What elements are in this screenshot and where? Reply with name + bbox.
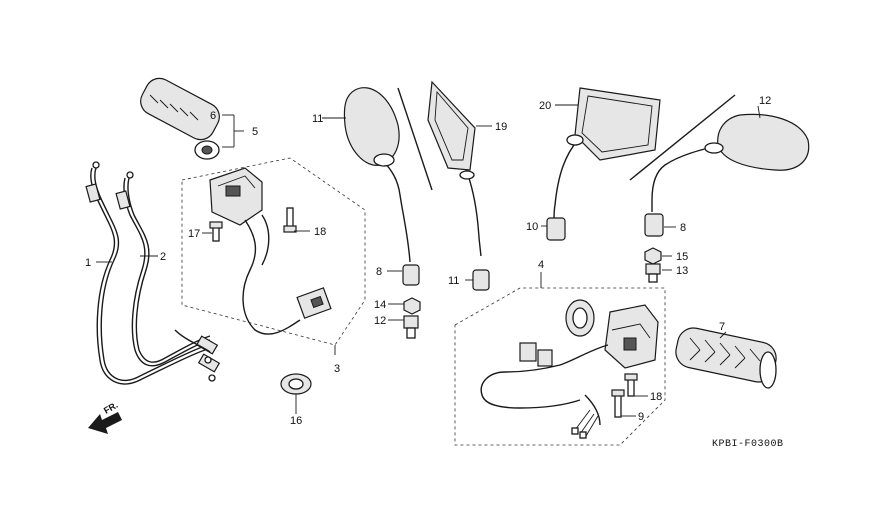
- left-mirror: [343, 87, 411, 263]
- part-label-19: 19: [495, 121, 507, 133]
- mirror-cap-left-18: [472, 269, 490, 291]
- leader-lines: [96, 104, 761, 417]
- part-label-11-right: 13: [676, 265, 688, 277]
- right-mirror-20: [553, 87, 661, 223]
- front-direction-arrow: FR.: [88, 400, 122, 434]
- part-labels: 6 5 1 2 3 4 11 19 20 12 7 8 8 14 15 12 1…: [85, 95, 771, 427]
- throttle-grip: [140, 77, 220, 160]
- bolt-14: [209, 221, 223, 242]
- nut-right-12: [644, 247, 662, 265]
- part-label-18-left: 11: [448, 275, 459, 287]
- part-label-16: 18: [650, 391, 662, 403]
- part-label-8-left: 8: [376, 266, 382, 278]
- part-label-9: 11: [312, 113, 323, 125]
- part-label-10: 12: [759, 95, 771, 107]
- part-label-3: 3: [334, 363, 340, 375]
- part-label-12-left: 14: [374, 299, 386, 311]
- mirror-cap-right-18: [546, 217, 566, 241]
- part-label-5: 5: [252, 126, 258, 138]
- part-label-11-left: 12: [374, 315, 386, 327]
- part-label-6: 6: [210, 110, 216, 122]
- part-label-4: 4: [538, 259, 544, 271]
- nut-left-12: [403, 297, 421, 315]
- part-label-15: 18: [314, 226, 326, 238]
- part-label-2: 2: [160, 251, 166, 263]
- bolt-15: [283, 207, 297, 233]
- right-mirror-10: [651, 113, 810, 212]
- part-label-13: 16: [290, 415, 302, 427]
- screw-17: [611, 389, 625, 418]
- part-label-14: 17: [188, 228, 200, 240]
- screw-16: [624, 373, 638, 397]
- part-label-17: 9: [638, 411, 644, 423]
- part-label-20: 20: [539, 100, 551, 112]
- adapter-left-11: [403, 315, 419, 339]
- part-label-8-right: 8: [680, 222, 686, 234]
- diagram-code: KPBI-F0300B: [712, 439, 784, 450]
- right-switch-assembly-outline: [454, 287, 666, 446]
- left-switch-assembly-outline: [181, 157, 366, 346]
- left-mirror-alt: [427, 80, 482, 257]
- throttle-cables: [85, 161, 221, 385]
- left-switch-housing: [209, 167, 332, 335]
- mirror-cap-right-8: [644, 213, 664, 237]
- part-label-1: 1: [85, 257, 91, 269]
- mirror-separator-right: [629, 94, 736, 181]
- mirror-cap-left-8: [402, 264, 420, 286]
- part-label-7: 7: [719, 321, 725, 333]
- grip-7: [675, 327, 777, 389]
- mirror-separator-left: [397, 87, 433, 191]
- adapter-right-11: [645, 263, 661, 283]
- part-label-18-right: 10: [526, 221, 538, 233]
- clamp-13: [280, 373, 312, 395]
- part-label-12-right: 15: [676, 251, 688, 263]
- right-switch-housing: [480, 299, 659, 439]
